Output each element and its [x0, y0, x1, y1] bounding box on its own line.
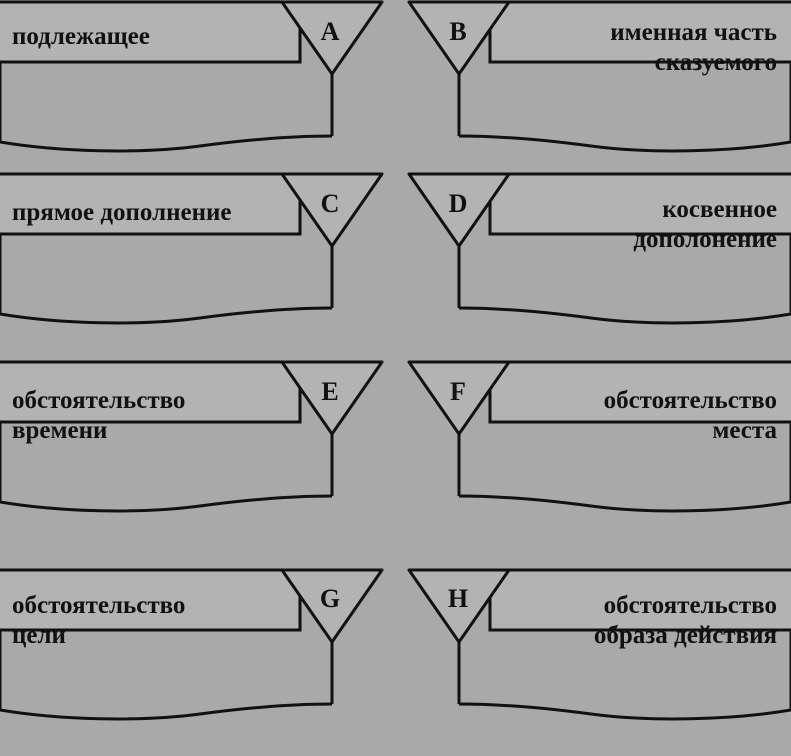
- letter-b: B: [449, 17, 467, 46]
- letter-f: F: [450, 377, 466, 406]
- letter-a: A: [320, 17, 340, 46]
- box-adverbial-time: [0, 360, 302, 424]
- scroll-outline-direct-object: [0, 234, 333, 325]
- triangle-direct-object: [280, 172, 384, 248]
- label-direct-object: прямое дополнение: [12, 199, 232, 226]
- scroll-outline-adverbial-manner: [458, 630, 791, 721]
- scroll-outline-predicate-nominal: [458, 62, 791, 153]
- triangle-adverbial-place: [407, 360, 511, 436]
- scroll-outline-subject: [0, 62, 333, 153]
- triangle-indirect-object: [407, 172, 511, 248]
- triangle-adverbial-purpose: [280, 568, 384, 644]
- triangle-subject: [280, 0, 384, 76]
- box-adverbial-manner: [488, 568, 791, 632]
- label-subject: подлежащее: [12, 23, 150, 50]
- letter-g: G: [319, 584, 341, 613]
- letter-d: D: [448, 189, 468, 218]
- box-adverbial-purpose: [0, 568, 302, 632]
- label-adverbial-time: обстоятельство времени: [12, 387, 186, 444]
- scroll-outline-adverbial-time: [0, 422, 333, 513]
- box-indirect-object: [488, 172, 791, 236]
- box-predicate-nominal: [488, 0, 791, 64]
- label-indirect-object: косвенное дополонение: [633, 196, 777, 253]
- box-direct-object: [0, 172, 302, 236]
- label-adverbial-purpose: обстоятельство цели: [12, 592, 186, 649]
- scroll-outline-indirect-object: [458, 234, 791, 325]
- box-subject: [0, 0, 302, 64]
- triangle-adverbial-manner: [407, 568, 511, 644]
- letter-e: E: [321, 377, 339, 406]
- box-adverbial-place: [488, 360, 791, 424]
- scroll-outline-adverbial-place: [458, 422, 791, 513]
- scroll-outline-adverbial-purpose: [0, 630, 333, 721]
- triangle-predicate-nominal: [407, 0, 511, 76]
- label-adverbial-manner: обстоятельство образа действия: [593, 592, 777, 649]
- label-predicate-nominal: именная часть сказуемого: [610, 19, 777, 76]
- label-adverbial-place: обстоятельство места: [603, 387, 777, 444]
- letter-h: H: [447, 584, 469, 613]
- letter-c: C: [320, 189, 340, 218]
- triangle-adverbial-time: [280, 360, 384, 436]
